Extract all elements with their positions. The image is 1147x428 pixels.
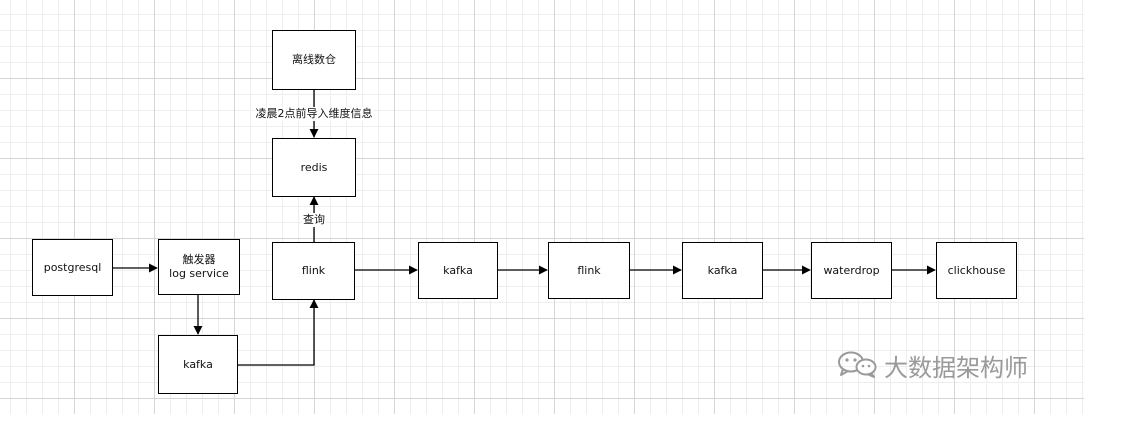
node-waterdrop: waterdrop [811,242,892,299]
node-trigger: 触发器 log service [158,239,240,295]
node-postgresql-label: postgresql [43,260,102,274]
edge-label-query: 查询 [302,213,326,227]
edge-label-import-dimensions: 凌晨2点前导入维度信息 [254,107,374,121]
node-clickhouse-label: clickhouse [947,263,1006,277]
node-kafka-2-label: kafka [707,263,738,277]
node-flink-1-label: flink [301,264,326,277]
node-flink-2-label: flink [577,263,601,277]
node-offline-dw: 离线数仓 [272,30,356,90]
node-postgresql: postgresql [32,239,113,296]
node-kafka-1-label: kafka [443,263,473,277]
node-flink-1: flink [272,242,355,300]
node-redis-label: redis [300,160,328,174]
node-waterdrop-label: waterdrop [823,263,880,277]
node-flink-2: flink [548,242,630,299]
node-kafka-lower: kafka [158,335,238,394]
edge-kafka-to-flink [238,299,319,366]
node-trigger-sublabel: log service [169,267,229,280]
watermark-text: 大数据架构师 [884,353,1028,382]
node-trigger-label: 触发器 [182,253,216,266]
node-clickhouse: clickhouse [936,242,1017,299]
node-kafka-1: kafka [418,242,498,299]
node-offline-dw-label: 离线数仓 [292,53,336,66]
wechat-icon [836,350,878,385]
node-kafka-2: kafka [682,242,763,299]
node-kafka-lower-label: kafka [183,357,213,371]
node-redis: redis [272,138,356,197]
watermark: 大数据架构师 [836,350,1028,385]
